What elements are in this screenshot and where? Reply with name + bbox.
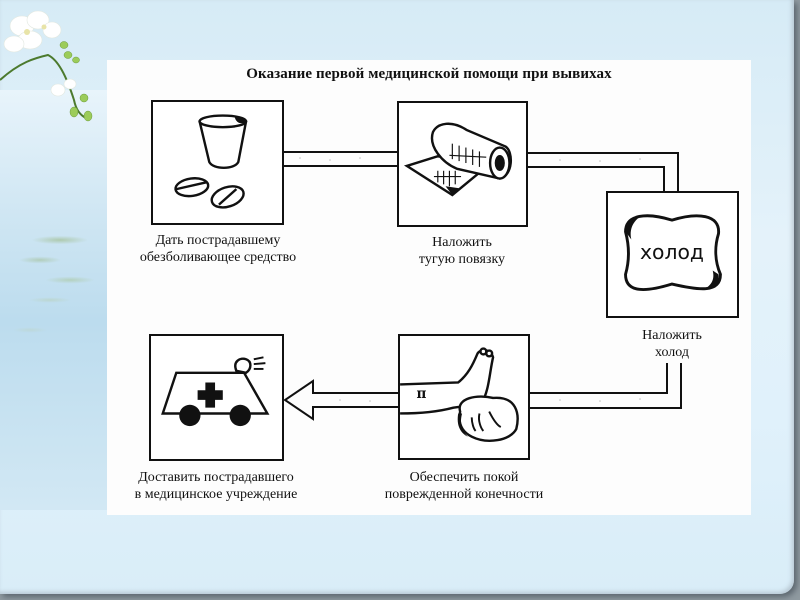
step-2-caption-line1: Наложить bbox=[432, 235, 492, 250]
immobilized-limb-icon: π bbox=[400, 347, 519, 442]
step-4-caption-line2: поврежденной конечности bbox=[384, 487, 544, 502]
orchid-decoration-icon bbox=[0, 10, 93, 122]
step-2-box bbox=[397, 101, 528, 227]
step-4-caption-line1: Обеспечить покой bbox=[409, 470, 519, 485]
step-4-caption: Обеспечить покой поврежденной конечности bbox=[364, 469, 564, 503]
step-4-box: π bbox=[398, 334, 530, 460]
bandage-roll-icon bbox=[403, 122, 512, 197]
ambulance-icon bbox=[161, 356, 270, 427]
step-5-caption: Доставить пострадавшего в медицинское уч… bbox=[116, 469, 316, 503]
pills-and-cup-icon bbox=[174, 114, 248, 209]
water-reflection-decoration bbox=[0, 90, 110, 510]
limb-mark: π bbox=[417, 386, 427, 402]
step-3-caption-line1: Наложить bbox=[642, 328, 702, 343]
step-3-caption-line2: холод bbox=[655, 345, 689, 360]
cold-pack-label: холод bbox=[640, 240, 704, 264]
step-3-caption: Наложить холод bbox=[572, 327, 772, 361]
step-1-box bbox=[151, 100, 284, 225]
step-2-caption-line2: тугую повязку bbox=[418, 252, 506, 267]
step-3-box: холод bbox=[606, 191, 739, 318]
diagram-title: Оказание первой медицинской помощи при в… bbox=[246, 66, 612, 82]
step-2-caption: Наложить тугую повязку bbox=[362, 234, 562, 268]
step-1-caption-line1: Дать пострадавшему bbox=[155, 233, 281, 248]
step-5-caption-line2: в медицинское учреждение bbox=[134, 487, 298, 502]
step-1-caption-line2: обезболивающее средство bbox=[139, 250, 297, 265]
cold-pack-icon: холод bbox=[624, 214, 722, 292]
step-5-box bbox=[149, 334, 284, 461]
step-5-caption-line1: Доставить пострадавшего bbox=[138, 470, 294, 485]
step-1-caption: Дать пострадавшему обезболивающее средст… bbox=[118, 232, 318, 266]
